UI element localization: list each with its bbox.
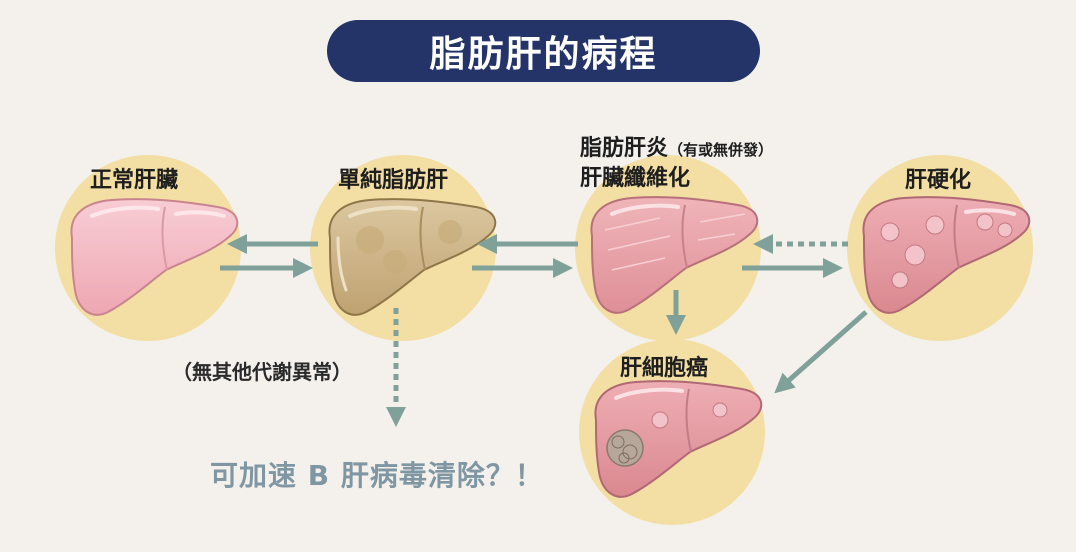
label-normal-liver: 正常肝臟 — [90, 168, 179, 193]
page-title: 脂肪肝的病程 — [327, 20, 760, 82]
label-nash: 脂肪肝炎（有或無併發） — [580, 134, 773, 165]
label-nash-note: （有或無併發） — [668, 141, 774, 159]
liver-tumor-illustration — [594, 380, 763, 498]
label-cirrhosis: 肝硬化 — [905, 168, 972, 193]
question-text: 可加速 B 肝病毒清除？！ — [210, 459, 544, 492]
fatty-liver-illustration — [328, 198, 497, 316]
label-fibrosis: 肝臟纖維化 — [580, 166, 691, 191]
cirrhotic-liver-illustration — [862, 196, 1031, 314]
condition-note: （無其他代謝異常） — [172, 360, 352, 384]
healthy-liver-illustration — [70, 198, 239, 316]
arrow-cirrhosis-to-hcc — [774, 310, 868, 394]
fibrotic-liver-illustration — [590, 196, 759, 314]
label-simple-fatty-liver: 單純脂肪肝 — [338, 168, 449, 193]
label-nash-title: 脂肪肝炎 — [580, 136, 669, 161]
label-hcc: 肝細胞癌 — [620, 356, 709, 381]
